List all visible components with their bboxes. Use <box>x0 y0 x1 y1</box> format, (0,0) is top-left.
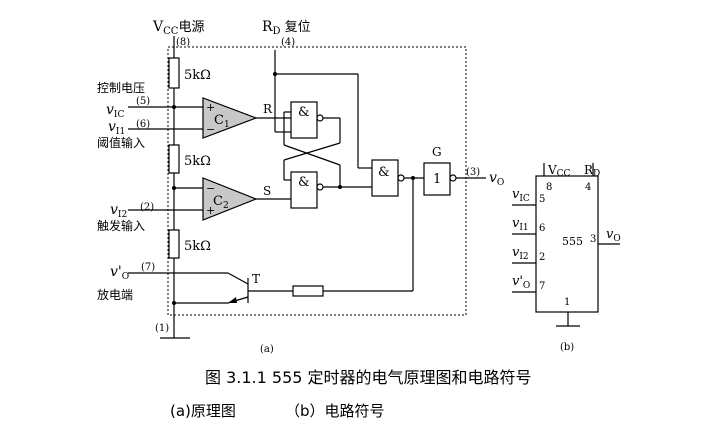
vi2-label: vI2 <box>110 202 127 220</box>
transistor-collector <box>227 272 249 285</box>
pin3-label: (3) <box>466 167 480 178</box>
inverter-value: 1 <box>433 172 441 187</box>
nand-gate-1 <box>290 101 318 139</box>
nand-3-label: & <box>378 165 390 180</box>
emitter-arrow <box>228 297 237 303</box>
b-pin2: 2 <box>539 252 545 263</box>
g-label: G <box>432 145 442 159</box>
inverter-g <box>423 162 451 196</box>
vi1-label: vI1 <box>108 119 125 137</box>
nand-2-label: & <box>298 175 310 190</box>
caption-part-a: (a)原理图 <box>170 402 236 420</box>
b-pin3: 3 <box>590 234 596 245</box>
b-vic-label: vIC <box>512 187 530 204</box>
figure-b-label: (b) <box>560 342 574 353</box>
nand-gate-3 <box>371 159 399 197</box>
discharge-label: 放电端 <box>97 287 133 302</box>
pin4-label: (4) <box>281 37 295 48</box>
resistor-1-label: 5kΩ <box>184 68 211 83</box>
s-label: S <box>263 184 271 198</box>
c1-label: C1 <box>214 113 230 130</box>
figure-caption: 图 3.1.1 555 定时器的电气原理图和电路符号 <box>205 368 532 387</box>
chip-boundary <box>167 46 467 316</box>
nand-gate-2 <box>290 171 318 209</box>
threshold-label: 阈值输入 <box>97 135 145 150</box>
control-voltage-label: 控制电压 <box>97 81 145 95</box>
nand-3-bubble <box>397 174 405 182</box>
c1-plus: + <box>206 101 215 114</box>
b-vo-prime-label: v'O <box>512 274 530 291</box>
vo-label: vO <box>489 170 504 188</box>
pin1-label: (1) <box>155 323 169 334</box>
b-pin8: 8 <box>546 182 552 193</box>
junction-ground <box>172 301 176 305</box>
b-pin4: 4 <box>585 182 591 193</box>
c1-minus: − <box>206 123 215 136</box>
chip-555-label: 555 <box>562 235 583 248</box>
chip-555-body <box>535 175 599 313</box>
resistor-3 <box>168 229 180 259</box>
c2-minus: − <box>206 182 215 195</box>
resistor-3-label: 5kΩ <box>184 239 211 254</box>
pin8-label: (8) <box>176 37 190 48</box>
pin5-label: (5) <box>136 96 150 107</box>
c2-plus: + <box>206 204 215 217</box>
resistor-2 <box>168 144 180 174</box>
b-pin5: 5 <box>539 194 545 205</box>
vcc-label: VCC电源 <box>152 19 204 37</box>
b-pin1: 1 <box>564 297 570 308</box>
pin7-label: (7) <box>141 262 155 273</box>
b-vi1-label: vI1 <box>512 216 529 233</box>
r-label: R <box>263 102 273 116</box>
b-rd-label: RD <box>584 163 600 179</box>
comparator-c2 <box>202 177 258 221</box>
resistor-2-label: 5kΩ <box>184 154 211 169</box>
resistor-1 <box>168 57 180 89</box>
trigger-label: 触发输入 <box>97 218 145 233</box>
pin6-label: (6) <box>136 119 150 130</box>
b-vcc-label: VCC <box>547 163 571 179</box>
pin2-label: (2) <box>140 202 154 213</box>
t-label: T <box>252 272 260 286</box>
nand-2-bubble <box>316 183 324 191</box>
junction-c2 <box>172 186 176 190</box>
b-vo-label: vO <box>606 227 621 244</box>
vic-label: vIC <box>106 102 124 120</box>
comparator-c1 <box>202 97 258 139</box>
junction-5 <box>172 105 176 109</box>
c2-label: C2 <box>213 194 229 211</box>
cross-wire-1 <box>283 142 341 161</box>
cross-wire-2 <box>283 144 341 166</box>
b-pin7: 7 <box>539 281 545 292</box>
inverter-bubble <box>449 174 457 182</box>
figure-a-label: (a) <box>260 344 274 355</box>
base-resistor <box>292 285 324 297</box>
caption-part-b: （b）电路符号 <box>285 402 385 420</box>
nand-1-bubble <box>316 114 324 122</box>
nand-1-label: & <box>298 105 310 120</box>
b-pin6: 6 <box>539 223 545 234</box>
b-vi2-label: vI2 <box>512 245 529 262</box>
vo-prime-label: v'O <box>110 264 129 282</box>
